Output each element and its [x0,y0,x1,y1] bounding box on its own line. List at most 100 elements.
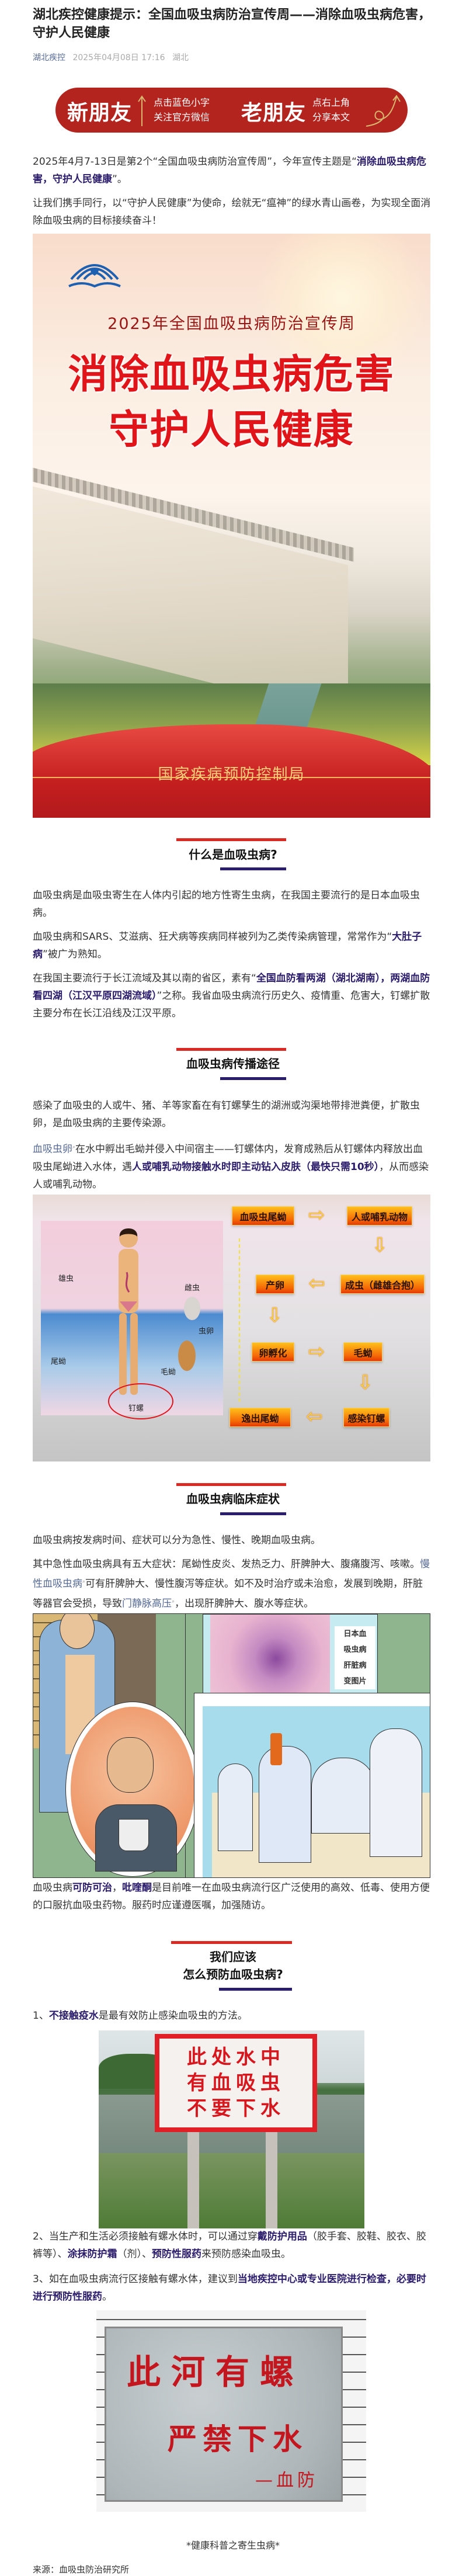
wall-text-line2: 严禁下水 [168,2422,308,2456]
poster-headline-1: 消除血吸虫病危害 [68,352,395,398]
arrow-down-icon: ⇩ [266,1304,283,1327]
flow-box-adult: 成虫（雌雄合抱） [340,1275,425,1294]
sign-post [266,2130,277,2228]
cdc-logo [68,256,121,293]
section-transmission-text: 感染了血吸虫的人或牛、猪、羊等家畜在有钉螺孳生的湖洲或沟渠地带排泄粪便，扩散虫卵… [33,1097,431,1200]
sign-post [187,2130,199,2228]
section-title-line2: 怎么预防血吸虫病? [183,1967,283,1981]
flow-box-host: 人或哺乳动物 [347,1206,412,1225]
blue-bar [219,1988,292,1991]
campaign-poster: 2025年全国血吸虫病防治宣传周 消除血吸虫病危害 守护人民健康 国家疾病预防控… [33,234,430,818]
new-friend-label: 新朋友 [67,101,133,125]
flow-box-hatch: 卵孵化 [252,1342,294,1362]
text-run: 可有肝脾肿大、慢性腹泻等症状。如不及时治疗或未治愈，发展到晚期，肝脏等器官会受损… [33,1578,423,1610]
text-run: 让我们携手同行，以“守护人民健康”为使命，绘就无“瘟神”的绿水青山画卷，为实现全… [33,197,431,227]
label-egg: 虫卵 [199,1327,214,1336]
snail-highlight-circle [108,1383,173,1419]
intro-text: 2025年4月7-13日是第2个“全国血吸虫病防治宣传周”，今年宣传主题是“消除… [33,153,431,236]
poster-headline-2: 守护人民健康 [109,407,354,453]
section-title: 什么是血吸虫病? [189,848,277,862]
label-cercaria: 尾蚴 [51,1358,67,1366]
text-run: 是目前唯一在血吸虫病流行区广泛使用的高效、低毒、使用方便的口服抗血吸虫药物。服药… [33,1882,430,1911]
wall-text-line1: 此河有螺 [127,2352,305,2392]
red-bar [176,1048,286,1051]
surgeon [259,1746,311,1863]
section-title: 血吸虫病传播途径 [186,1057,280,1071]
text-run: （胶手套、胶鞋、胶衣、胶裤等）、 [33,2231,426,2260]
paragraph: 1、不接触疫水是最有效防止感染血吸虫的方法。 [33,2007,431,2025]
follow-share-banner[interactable]: 新朋友 点击蓝色小字关注官方微信 老朋友 点右上角分享本文 [55,88,408,133]
text-run: 在我国主要流行于长江流域及其以南的省区，素有“ [33,973,256,984]
text-run: 血吸虫病是血吸虫寄生在人体内引起的地方性寄生虫病，在我国主要流行的是日本血吸虫病… [33,890,420,919]
red-bar [171,1941,292,1944]
text-run: 来预防感染血吸虫。 [201,2248,291,2260]
search-icon[interactable]: ⌕ [82,1579,86,1585]
keyword-link[interactable]: 血吸虫卵 [33,1143,72,1155]
highlight-text: 人或哺乳动物接触水时即主动钻入皮肤（最快只需10秒） [132,1161,380,1173]
lifecycle-diagram: 雄虫 雌虫 虫卵 毛蚴 尾蚴 钉螺 血吸虫尾蚴 人或哺乳动物 成虫（雌雄合抱） … [33,1195,430,1461]
paragraph: 血吸虫卵⌕在水中孵出毛蚴并侵入中间宿主——钉螺体内，发育成熟后从钉螺体内释放出血… [33,1138,431,1193]
highlight-text: 戴防护用品 [257,2231,307,2242]
up-arrow-icon [138,95,146,126]
paragraph: 其中急性血吸虫病具有五大症状：尾蚴性皮炎、发热乏力、肝脾肿大、腹痛腹泻、咳嗽。慢… [33,1556,431,1612]
image-caption: *健康科普之寄生虫病* [186,2540,280,2551]
slide-label-line: 肝脏病 [343,1661,367,1670]
highlight-text: 不接触疫水 [48,2010,99,2022]
label-male-worm: 雄虫 [58,1275,74,1283]
symptoms-comic: 日本血 吸虫病 肝脏病 变图片 [33,1613,430,1878]
paragraph: 3、如在血吸虫病流行区接触有螺水体，建议到当地疾控中心或专业医院进行检查，必要时… [33,2271,431,2306]
slide-label-line: 变图片 [343,1677,367,1686]
label-miracidium: 毛蚴 [161,1368,176,1377]
old-friend-label: 老朋友 [241,101,307,125]
text-run: ”。 [112,173,127,185]
search-icon[interactable]: ⌕ [172,1598,175,1605]
section-symptoms-text: 血吸虫病按发病时间、症状可以分为急性、慢性、晚期血吸虫病。其中急性血吸虫病具有五… [33,1532,431,1619]
text-run: 血吸虫病和SARS、艾滋病、狂犬病等疾病同样被列为乙类传染病管理，常常作为“ [33,931,392,943]
red-bar [176,1483,286,1486]
search-icon[interactable]: ⌕ [72,1144,76,1150]
paragraph: 在我国主要流行于长江流域及其以南的省区，素有“全国血防看两湖（湖北湖南），两湖血… [33,970,431,1022]
surgeon [311,1758,375,1834]
keyword-link[interactable]: 慢性血吸虫病 [33,1558,430,1590]
text-run: ， [112,1882,122,1894]
poster-org: 国家疾病预防控制局 [158,766,305,783]
arrow-left-icon: ⇦ [308,1272,325,1295]
sign-line: 不要下水 [187,2097,285,2120]
follow-hint-line2: 关注官方微信 [154,112,210,123]
slide-label-line: 吸虫病 [343,1645,367,1654]
section-what-is-text: 血吸虫病是血吸虫寄生在人体内引起的地方性寄生虫病，在我国主要流行的是日本血吸虫病… [33,887,431,1029]
sign-line: 有血吸虫 [187,2071,285,2095]
publish-time: 2025年04月08日 17:16 [72,53,165,63]
prevention-item-1: 1、不接触疫水是最有效防止感染血吸虫的方法。 [33,2007,431,2031]
painted-wall: 此河有螺 严禁下水 —血防 [105,2327,343,2502]
poster-subtitle: 2025年全国血吸虫病防治宣传周 [107,315,356,333]
share-hint-line1: 点右上角 [312,97,350,108]
warning-sign-photo-1: 此处水中 有血吸虫 不要下水 [99,2030,364,2228]
text-run: 。 [102,2291,112,2303]
man-face [60,1614,95,1649]
warning-sign: 此处水中 有血吸虫 不要下水 [155,2034,317,2132]
logo-book-icon [68,264,121,288]
arrow-right-icon: ⇨ [308,1340,325,1363]
flow-box-miracidium: 毛蚴 [343,1342,382,1362]
follow-hint-line1: 点击蓝色小字 [154,97,210,108]
miracidium-shape [178,1341,196,1371]
warning-sign-photo-2: 此河有螺 严禁下水 —血防 [96,2310,366,2512]
paragraph: 血吸虫病可防可治，吡喹酮是目前唯一在血吸虫病流行区广泛使用的高效、低毒、使用方便… [33,1879,431,1914]
gold-line [33,777,430,778]
account-link[interactable]: 湖北疾控 [33,53,65,63]
highlight-text: 大肚子病 [33,931,422,960]
text-run: ，出现肝脾肿大、腹水等症状。 [175,1598,314,1610]
sign-line: 此处水中 [187,2046,285,2069]
sun-glow [255,234,430,386]
surgeon [218,1763,253,1851]
slide-label: 日本血 吸虫病 肝脏病 变图片 [335,1626,375,1689]
iv-bag [270,1733,282,1765]
arrow-down-icon: ⇩ [357,1371,374,1394]
text-run: 3、如在血吸虫病流行区接触有螺水体，建议到 [33,2273,238,2285]
text-run: 是最有效防止感染血吸虫的方法。 [98,2010,248,2022]
keyword-link[interactable]: 门静脉高压 [122,1598,172,1610]
label-female-worm: 雌虫 [185,1284,200,1293]
share-hint: 点右上角分享本文 [312,95,350,124]
text-run: ”之称。我省血吸虫病流行历史久、疫情重、危害大，钉螺扩散主要分布在长江沿线及江汉… [33,990,430,1019]
